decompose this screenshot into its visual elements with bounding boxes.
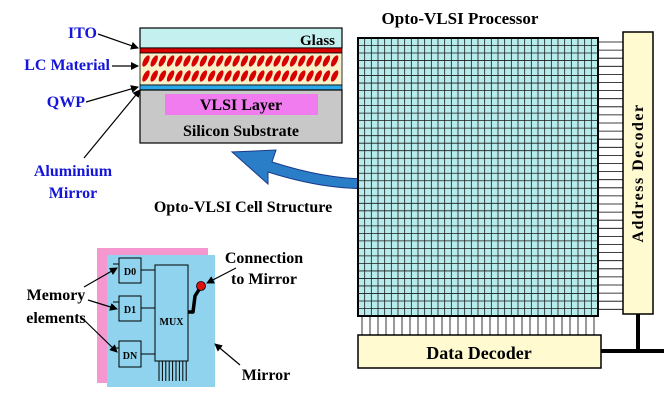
lc-molecule [183, 70, 191, 82]
lc-molecule [289, 70, 298, 82]
ito-label: ITO [68, 25, 97, 42]
lc-molecule [150, 55, 158, 67]
mux-box [154, 264, 189, 362]
lc-molecule [306, 70, 314, 82]
lc-molecule [199, 55, 208, 67]
lc-molecule [166, 55, 175, 67]
memory-pointer-dn [79, 315, 118, 353]
cell-structure-caption: Opto-VLSI Cell Structure [154, 199, 332, 216]
pixel-mirror-pointer [214, 343, 241, 366]
memory-cell-dn-label: DN [123, 351, 138, 362]
qwp-pointer-arrow [85, 85, 139, 103]
lc-molecule [224, 55, 232, 67]
lc-molecule [257, 55, 265, 67]
lc-molecule [298, 70, 306, 82]
memory-label-line2: elements [26, 310, 86, 327]
mux-label: MUX [160, 317, 185, 328]
lc-molecule [207, 55, 216, 67]
pixel-circuit: D0 D1 DN MUX Connection to Mirror Memory… [26, 248, 303, 387]
vlsi-layer-label: VLSI Layer [200, 97, 282, 114]
lc-molecule [273, 55, 281, 67]
lc-molecule [232, 70, 240, 82]
address-decoder-label: Address Decoder [630, 103, 647, 242]
connection-label-line2: to Mirror [231, 271, 297, 288]
lc-molecule [216, 70, 224, 82]
pixel-mirror-label: Mirror [242, 367, 291, 384]
lc-molecule [150, 70, 158, 82]
memory-label-line1: Memory [27, 287, 86, 304]
connection-pointer-arrow [206, 267, 237, 284]
lc-molecule [281, 55, 290, 67]
lc-molecule [240, 70, 249, 82]
lc-molecule [175, 70, 183, 82]
lc-molecule [289, 55, 298, 67]
mirror-pointer-arrow [83, 89, 141, 159]
lc-molecule [175, 55, 183, 67]
cell-structure: Glass VLSI Layer Silicon Substrate ITO L… [24, 25, 343, 216]
lc-molecule [322, 55, 331, 67]
lc-molecule [248, 55, 257, 67]
lc-molecule [158, 70, 167, 82]
lc-molecule [257, 70, 265, 82]
pixel-grid [358, 38, 598, 316]
lc-molecule [298, 55, 306, 67]
mirror-connection-dot [196, 281, 206, 291]
lc-molecule [232, 55, 240, 67]
lc-molecule [166, 70, 175, 82]
lc-molecule [240, 55, 249, 67]
lc-molecule [322, 70, 331, 82]
lc-molecule [306, 55, 314, 67]
memory-cell-d0-label: D0 [124, 267, 136, 278]
decoder-bus-connector [601, 314, 664, 353]
lc-molecule [183, 55, 191, 67]
lc-molecule [142, 55, 150, 67]
lc-molecule [224, 70, 232, 82]
lc-molecule [314, 70, 322, 82]
memory-pointer-d1 [87, 299, 118, 311]
mux-select-pins [158, 361, 187, 381]
mux-output-wire [188, 287, 202, 314]
grid-connection-lines [361, 41, 623, 335]
qwp-layer [139, 84, 343, 91]
silicon-substrate-label: Silicon Substrate [183, 123, 299, 140]
lc-molecule [207, 70, 216, 82]
lc-molecule [330, 55, 339, 67]
lc-molecule [281, 70, 290, 82]
lc-molecule [330, 70, 339, 82]
aluminium-label: Aluminium [34, 163, 113, 180]
lc-material-label: LC Material [24, 57, 110, 74]
lc-molecules [142, 55, 339, 82]
lc-molecule [142, 70, 150, 82]
processor-title: Opto-VLSI Processor [382, 9, 539, 28]
mirror-label: Mirror [49, 185, 98, 202]
lc-molecule [191, 55, 199, 67]
memory-pointer-d0 [83, 267, 118, 288]
ito-pointer-arrow [97, 33, 139, 50]
lc-molecule [273, 70, 281, 82]
lc-molecule [158, 55, 167, 67]
memory-cell-d1-label: D1 [124, 305, 136, 316]
address-decoder-box [622, 31, 654, 315]
lc-molecule [248, 70, 257, 82]
lc-molecule [314, 55, 322, 67]
lc-molecule [265, 55, 273, 67]
lc-molecule [191, 70, 199, 82]
qwp-label: QWP [47, 94, 85, 111]
lc-molecule [265, 70, 273, 82]
processor: Opto-VLSI Processor Address Decoder Data… [357, 9, 664, 369]
vlsi-layer [165, 94, 318, 115]
lc-molecule [199, 70, 208, 82]
connection-label-line1: Connection [225, 250, 303, 267]
data-decoder-label: Data Decoder [426, 343, 531, 363]
lc-molecule [216, 55, 224, 67]
glass-label: Glass [300, 33, 335, 49]
